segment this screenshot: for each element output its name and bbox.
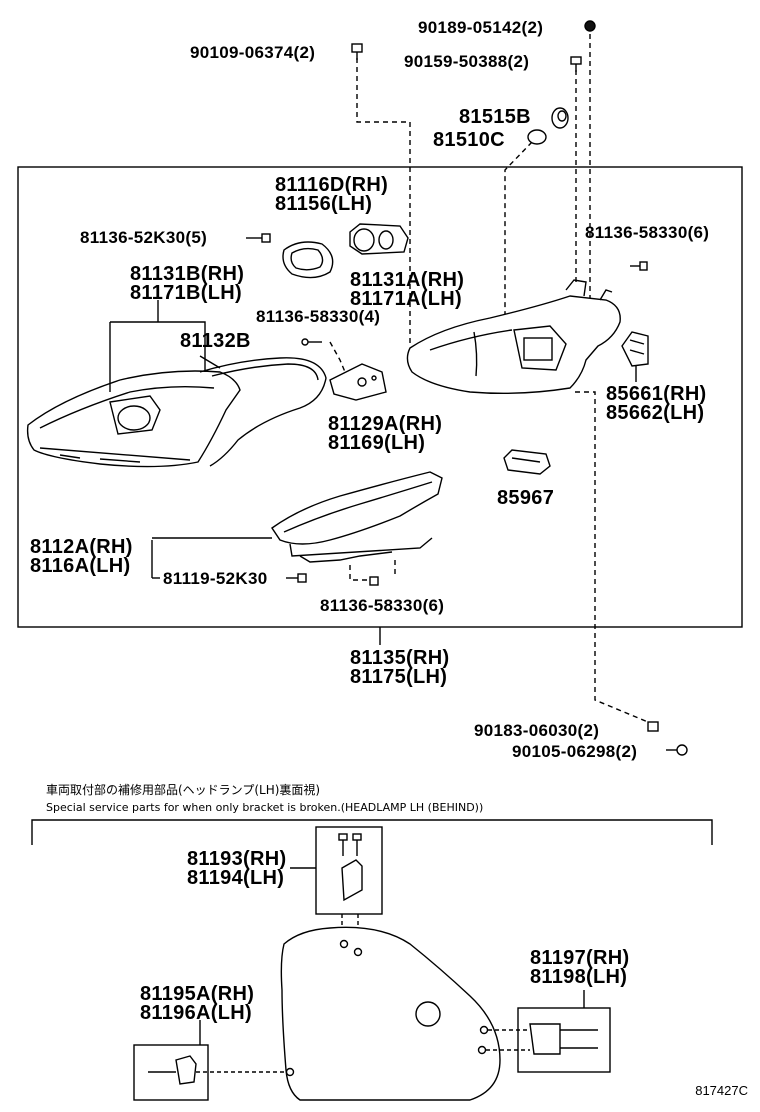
bulb-81510 <box>527 129 547 145</box>
part-label-81169-lh: 81169(LH) <box>328 432 426 454</box>
diagram-code: 817427C <box>695 1083 748 1098</box>
nut-90183 <box>647 721 659 732</box>
part-label-90183: 90183-06030(2) <box>474 721 600 740</box>
service-note-english: Special service parts for when only brac… <box>46 801 484 814</box>
part-label-90105: 90105-06298(2) <box>512 742 638 761</box>
ring-81116 <box>282 241 334 279</box>
part-label-81171b-lh: 81171B(LH) <box>130 282 242 304</box>
part-label-81510: 81510C <box>433 129 505 151</box>
part-label-81131b-rh: 81131B(RH) <box>130 263 245 285</box>
part-label-81132b: 81132B <box>180 330 251 352</box>
housing-81135 <box>406 279 621 395</box>
part-label-81119-52k30: 81119-52K30 <box>163 569 268 588</box>
lens-81131b <box>26 370 241 468</box>
module-85967 <box>503 449 551 475</box>
part-label-8112a-rh: 8112A(RH) <box>30 536 133 558</box>
part-label-81136-52k30: 81136-52K30(5) <box>80 228 208 247</box>
part-label-81195a-rh: 81195A(RH) <box>140 983 255 1005</box>
part-label-81129a-rh: 81129A(RH) <box>328 413 443 435</box>
part-label-81136-58330-bottom: 81136-58330(6) <box>320 596 445 615</box>
part-label-81175-lh: 81175(LH) <box>350 666 448 688</box>
gasket-81132b <box>199 357 327 467</box>
part-label-81197-rh: 81197(RH) <box>530 947 630 969</box>
part-label-90109: 90109-06374(2) <box>190 43 316 62</box>
part-label-81193-rh: 81193(RH) <box>187 848 287 870</box>
part-label-81171a-lh: 81171A(LH) <box>350 288 462 310</box>
socket-85661 <box>621 331 649 382</box>
part-label-81515: 81515B <box>459 106 531 128</box>
part-label-81135-rh: 81135(RH) <box>350 647 450 669</box>
part-label-81131a-rh: 81131A(RH) <box>350 269 465 291</box>
part-label-81116-rh: 81116D(RH) <box>275 174 389 196</box>
part-label-90159: 90159-50388(2) <box>404 52 530 71</box>
screw-90159 <box>570 56 582 72</box>
part-label-90189: 90189-05142(2) <box>418 18 544 37</box>
projector-81131a <box>349 223 409 255</box>
nut-90189 <box>584 20 596 32</box>
part-label-81198-lh: 81198(LH) <box>530 966 628 988</box>
part-label-81136-58330-top: 81136-58330(6) <box>585 223 710 242</box>
part-label-81196a-lh: 81196A(LH) <box>140 1002 252 1024</box>
bolt-90109 <box>351 43 363 60</box>
part-label-85661-rh: 85661(RH) <box>606 383 707 405</box>
headlamp-back-outline <box>280 926 501 1101</box>
part-label-81136-58330-mid: 81136-58330(4) <box>256 307 381 326</box>
part-label-8116a-lh: 8116A(LH) <box>30 555 131 577</box>
part-label-81156-lh: 81156(LH) <box>275 193 373 215</box>
bracket-81129a <box>329 363 387 401</box>
part-label-85967: 85967 <box>497 487 555 509</box>
part-label-81194-lh: 81194(LH) <box>187 867 285 889</box>
bolt-90105 <box>666 744 688 756</box>
part-label-85662-lh: 85662(LH) <box>606 402 705 424</box>
service-note-japanese: 車両取付部の補修用部品(ヘッドランプ(LH)裏面視) <box>46 783 321 797</box>
socket-81515 <box>551 107 569 129</box>
service-bracket-frame <box>31 819 713 845</box>
drl-8112a <box>271 471 443 563</box>
